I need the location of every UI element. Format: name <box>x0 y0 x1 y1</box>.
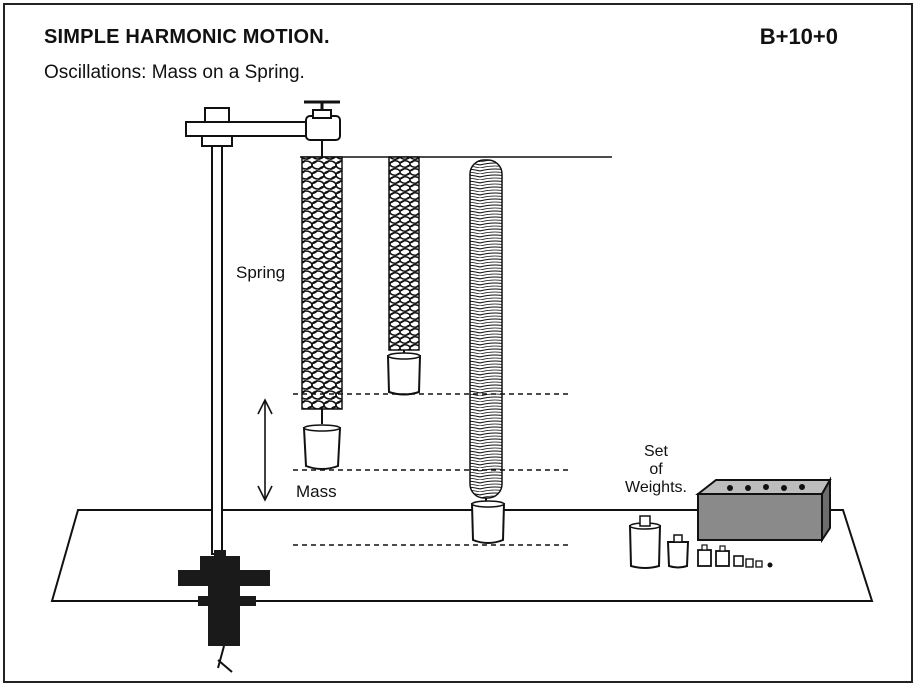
clamp-arm <box>185 121 311 137</box>
weights-label-1: Set <box>644 443 669 460</box>
weights-label-2: of <box>649 461 663 478</box>
mass-1 <box>302 427 342 470</box>
spring-compressed <box>386 156 422 396</box>
diagram-code: B+10+0 <box>759 24 838 49</box>
stand-base-clamp <box>178 550 270 673</box>
weights-box <box>695 476 832 544</box>
spring-extended <box>469 159 506 544</box>
weights-label-3: Weights. <box>625 479 687 496</box>
mass-label: Mass <box>296 482 337 501</box>
weights-set <box>628 515 773 569</box>
oscillation-arrow <box>257 398 273 502</box>
stand-rod <box>211 135 223 555</box>
displacement-lines <box>293 393 572 546</box>
diagram-subtitle: Oscillations: Mass on a Spring. <box>44 62 305 83</box>
mass-3 <box>470 503 506 544</box>
spring-label: Spring <box>236 263 285 282</box>
clamp-head <box>304 100 341 158</box>
spring-at-rest <box>301 156 343 470</box>
mass-2 <box>386 355 422 396</box>
diagram-title: SIMPLE HARMONIC MOTION. <box>44 26 330 48</box>
